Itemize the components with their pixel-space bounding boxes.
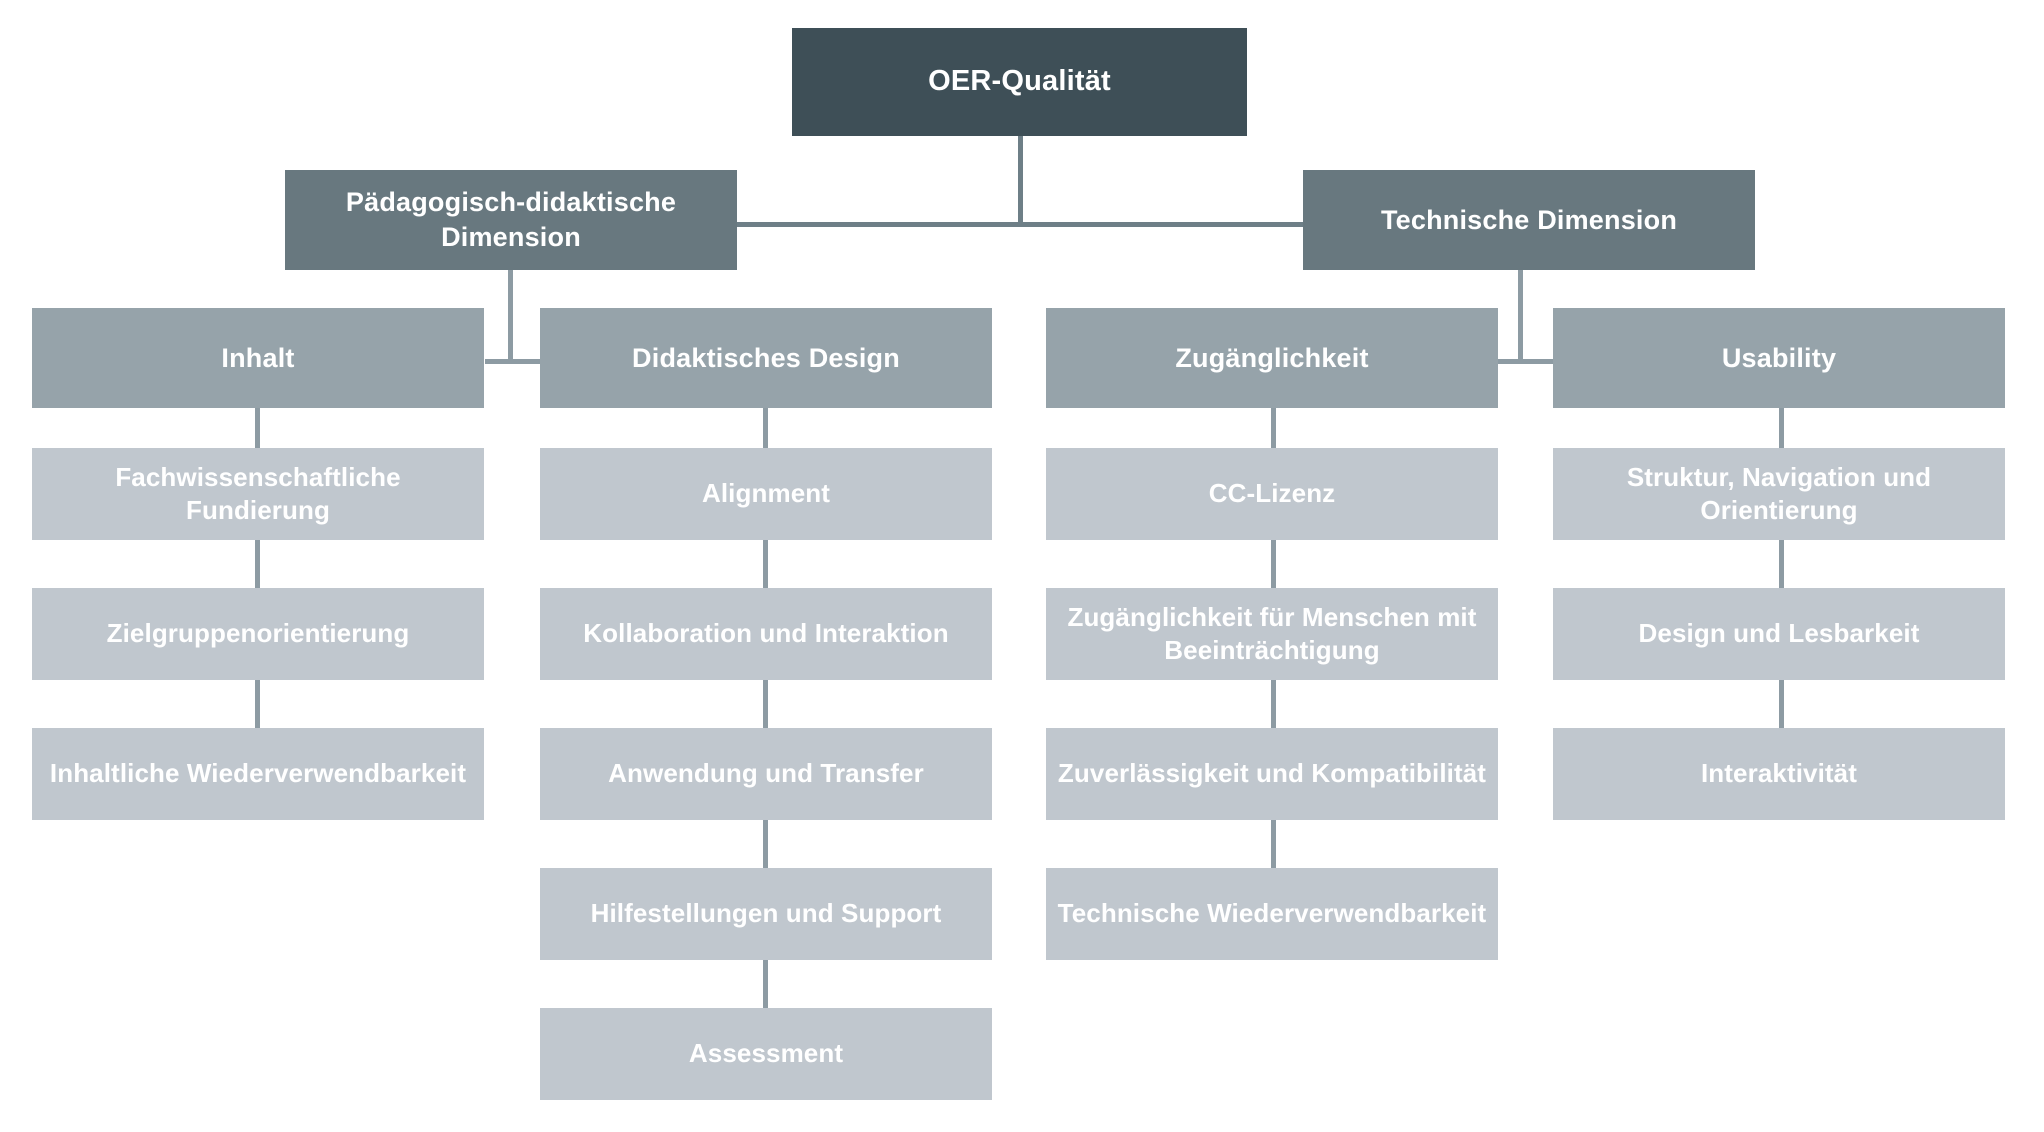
connector-level2-bus [735, 222, 1305, 227]
node-label: CC-Lizenz [1208, 478, 1336, 509]
node-label: Hilfestellungen und Support [590, 898, 942, 929]
node-criterion-assessment[interactable]: Assessment [540, 1008, 992, 1100]
node-criterion-design-und-lesbarkeit[interactable]: Design und Lesbarkeit [1553, 588, 2005, 680]
node-label: Technische Wiederverwendbarkeit [1057, 898, 1487, 929]
node-label: Inhaltliche Wiederverwendbarkeit [49, 758, 467, 789]
node-label: Assessment [688, 1038, 844, 1069]
node-label: Design und Lesbarkeit [1638, 618, 1920, 649]
node-label: Anwendung und Transfer [608, 758, 924, 789]
node-label: Fachwissenschaftliche Fundierung [115, 461, 401, 525]
node-label: Pädagogisch-didaktische Dimension [345, 187, 677, 252]
node-criterion-zugaenglichkeit-beeintraechtigung[interactable]: Zugänglichkeit für Menschen mit Beeinträ… [1046, 588, 1498, 680]
node-criterion-hilfestellungen-und-support[interactable]: Hilfestellungen und Support [540, 868, 992, 960]
node-label: Zuverlässigkeit und Kompatibilität [1057, 758, 1487, 789]
node-criterion-technische-wiederverwendbarkeit[interactable]: Technische Wiederverwendbarkeit [1046, 868, 1498, 960]
node-label: Zugänglichkeit [1175, 342, 1369, 373]
node-criterion-zielgruppenorientierung[interactable]: Zielgruppenorientierung [32, 588, 484, 680]
node-category-inhalt[interactable]: Inhalt [32, 308, 484, 408]
node-label: Kollaboration und Interaktion [583, 618, 949, 649]
node-dimension-paedagogisch-didaktisch[interactable]: Pädagogisch-didaktische Dimension [285, 170, 737, 270]
node-criterion-fachwissenschaftliche-fundierung[interactable]: Fachwissenschaftliche Fundierung [32, 448, 484, 540]
node-label: Zielgruppenorientierung [106, 618, 410, 649]
node-criterion-alignment[interactable]: Alignment [540, 448, 992, 540]
connector-root-vertical [1018, 135, 1023, 225]
node-category-didaktisches-design[interactable]: Didaktisches Design [540, 308, 992, 408]
node-criterion-interaktivitaet[interactable]: Interaktivität [1553, 728, 2005, 820]
connector-dim-left-vertical [508, 268, 513, 364]
node-criterion-struktur-navigation-orientierung[interactable]: Struktur, Navigation und Orientierung [1553, 448, 2005, 540]
connector-dim-left-bus [485, 359, 545, 364]
connector-dim-right-bus [1495, 359, 1555, 364]
connector-spine-zugaenglichkeit [1271, 400, 1276, 960]
node-criterion-anwendung-und-transfer[interactable]: Anwendung und Transfer [540, 728, 992, 820]
node-label: Alignment [701, 478, 830, 509]
node-dimension-technisch[interactable]: Technische Dimension [1303, 170, 1755, 270]
node-label: Inhalt [221, 342, 295, 373]
node-label: Zugänglichkeit für Menschen mit Beeinträ… [1067, 601, 1477, 665]
node-root-oer-qualitaet[interactable]: OER-Qualität [792, 28, 1247, 136]
node-criterion-cc-lizenz[interactable]: CC-Lizenz [1046, 448, 1498, 540]
node-criterion-kollaboration-und-interaktion[interactable]: Kollaboration und Interaktion [540, 588, 992, 680]
node-label: Interaktivität [1700, 758, 1857, 789]
node-label: Usability [1721, 342, 1837, 373]
node-label: OER-Qualität [928, 65, 1111, 98]
node-criterion-zuverlaessigkeit-und-kompatibilitaet[interactable]: Zuverlässigkeit und Kompatibilität [1046, 728, 1498, 820]
node-label: Struktur, Navigation und Orientierung [1626, 461, 1932, 525]
connector-dim-right-vertical [1518, 268, 1523, 364]
node-label: Technische Dimension [1380, 204, 1678, 235]
node-category-usability[interactable]: Usability [1553, 308, 2005, 408]
node-label: Didaktisches Design [632, 342, 900, 373]
node-category-zugaenglichkeit[interactable]: Zugänglichkeit [1046, 308, 1498, 408]
node-criterion-inhaltliche-wiederverwendbarkeit[interactable]: Inhaltliche Wiederverwendbarkeit [32, 728, 484, 820]
